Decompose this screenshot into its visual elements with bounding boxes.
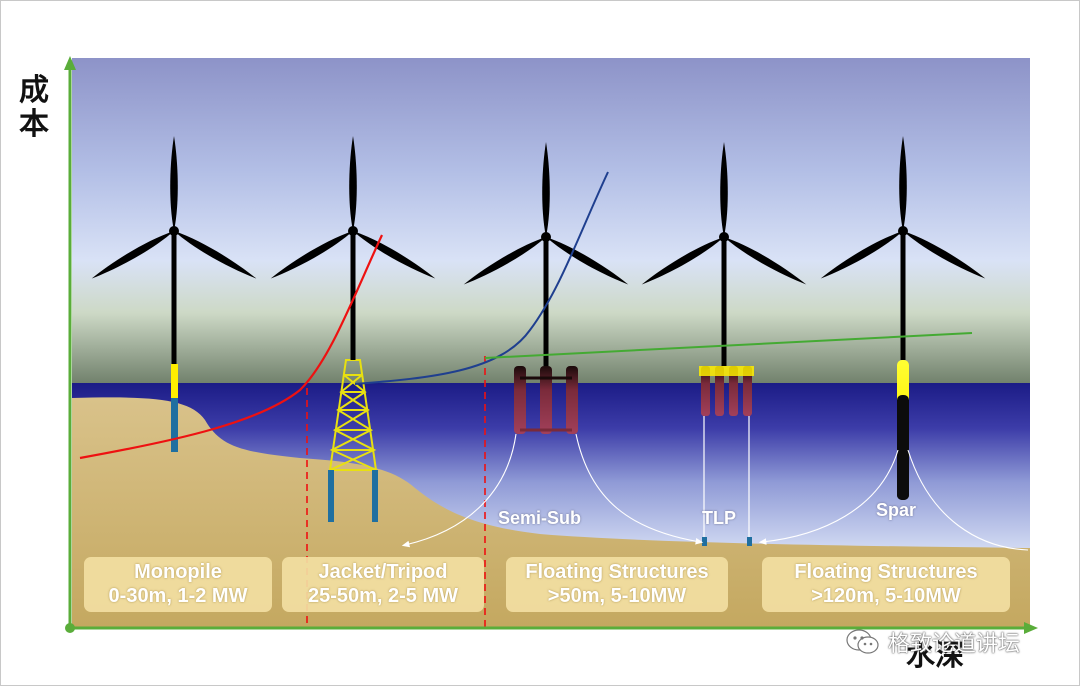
x-axis-arrow-icon (1024, 622, 1038, 634)
x-axis-label: 水深 (906, 638, 965, 672)
category-range: >120m, 5-10MW (811, 585, 961, 607)
spar-floater (897, 360, 909, 500)
tlp-label: TLP (702, 508, 736, 528)
mooring-lines (401, 433, 1029, 551)
semi-sub-label: Semi-Sub (498, 508, 582, 528)
y-axis-label: 成本 (19, 73, 49, 142)
turbine-monopile-wind-turbine-icon (91, 136, 257, 364)
turbine-tlp-wind-turbine-icon (641, 142, 807, 366)
watermark-text: 格致论道讲坛 (888, 632, 1021, 657)
category-box-floating-50: Floating Structures >50m, 5-10MW (506, 557, 728, 612)
category-range: 0-30m, 1-2 MW (108, 585, 248, 607)
sky-background (72, 58, 1030, 385)
turbine-spar-wind-turbine-icon (820, 136, 986, 360)
spar-label: Spar (876, 500, 917, 520)
axes (64, 56, 1038, 634)
category-range: 25-50m, 2-5 MW (307, 585, 459, 607)
axis-origin (65, 623, 75, 633)
y-axis-arrow-icon (64, 56, 76, 70)
turbine-semi-sub-wind-turbine-icon (463, 142, 629, 366)
category-box-monopile: Monopile 0-30m, 1-2 MW (84, 557, 272, 612)
category-range: >50m, 5-10MW (547, 585, 687, 607)
floating-cost-line (484, 332, 973, 359)
monopile-foundation (171, 364, 178, 452)
semi-sub-floater (514, 366, 578, 434)
jacket-cost-curve (354, 171, 609, 385)
category-name: Monopile (134, 561, 222, 583)
category-name: Floating Structures (525, 561, 709, 583)
wechat-icon (846, 629, 879, 654)
category-box-floating-120: Floating Structures >120m, 5-10MW (762, 557, 1010, 612)
category-name: Floating Structures (794, 561, 978, 583)
watermark: 格致论道讲坛 (846, 626, 1020, 658)
monopile-cost-curve (79, 234, 383, 460)
category-box-jacket: Jacket/Tripod 25-50m, 2-5 MW (282, 557, 484, 612)
tlp-floater (699, 366, 754, 546)
category-name: Jacket/Tripod (318, 561, 448, 583)
turbine-jacket-wind-turbine-icon (270, 136, 436, 360)
